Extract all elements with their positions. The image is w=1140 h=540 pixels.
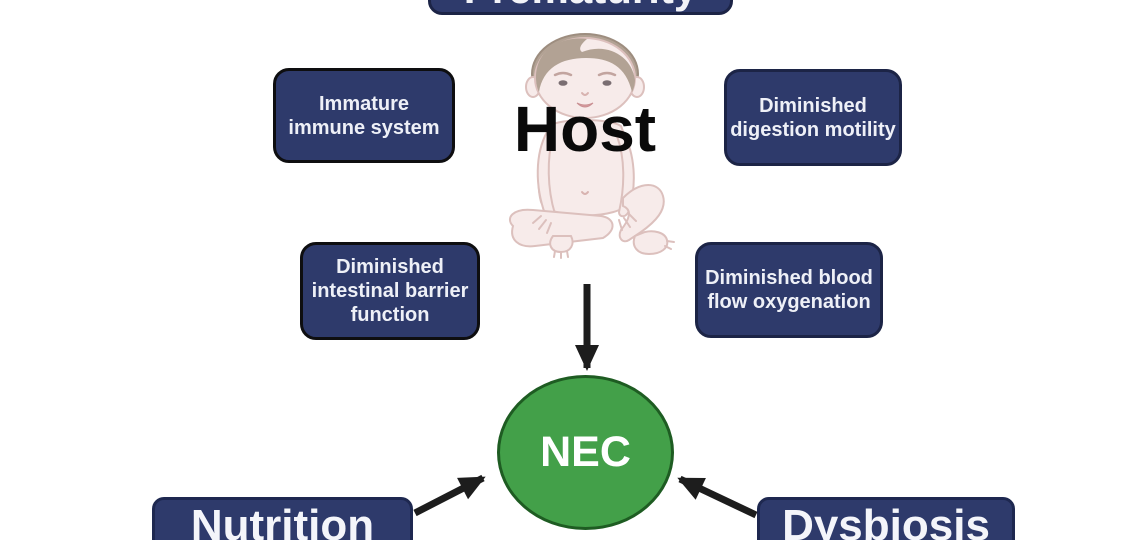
factor-box-immature-immune-system: Immature immune system: [273, 68, 455, 163]
nutrition-box: Nutrition: [152, 497, 413, 540]
prematurity-box: Prematurity: [428, 0, 733, 15]
arrow-dysbiosis-to-nec: [677, 475, 758, 519]
nec-label: NEC: [540, 428, 631, 476]
host-title: Host: [513, 93, 657, 165]
factor-label: Diminished intestinal barrier function: [311, 256, 469, 326]
factor-box-diminished-digestion-motility: Diminished digestion motility: [724, 69, 902, 166]
factor-label: Immature immune system: [288, 92, 440, 139]
infant-illustration: [508, 33, 675, 259]
factor-label: Diminished digestion motility: [730, 94, 896, 141]
factor-label: Diminished blood flow oxygenation: [705, 267, 873, 313]
nec-circle: NEC: [497, 375, 674, 530]
arrow-nutrition-to-nec: [413, 474, 486, 517]
prematurity-label: Prematurity: [464, 0, 697, 12]
factor-box-diminished-blood-flow: Diminished blood flow oxygenation: [695, 242, 883, 338]
nutrition-label: Nutrition: [190, 501, 375, 540]
dysbiosis-box: Dysbiosis: [757, 497, 1015, 540]
factor-box-diminished-intestinal-barrier: Diminished intestinal barrier function: [300, 242, 480, 340]
dysbiosis-label: Dysbiosis: [782, 501, 990, 540]
